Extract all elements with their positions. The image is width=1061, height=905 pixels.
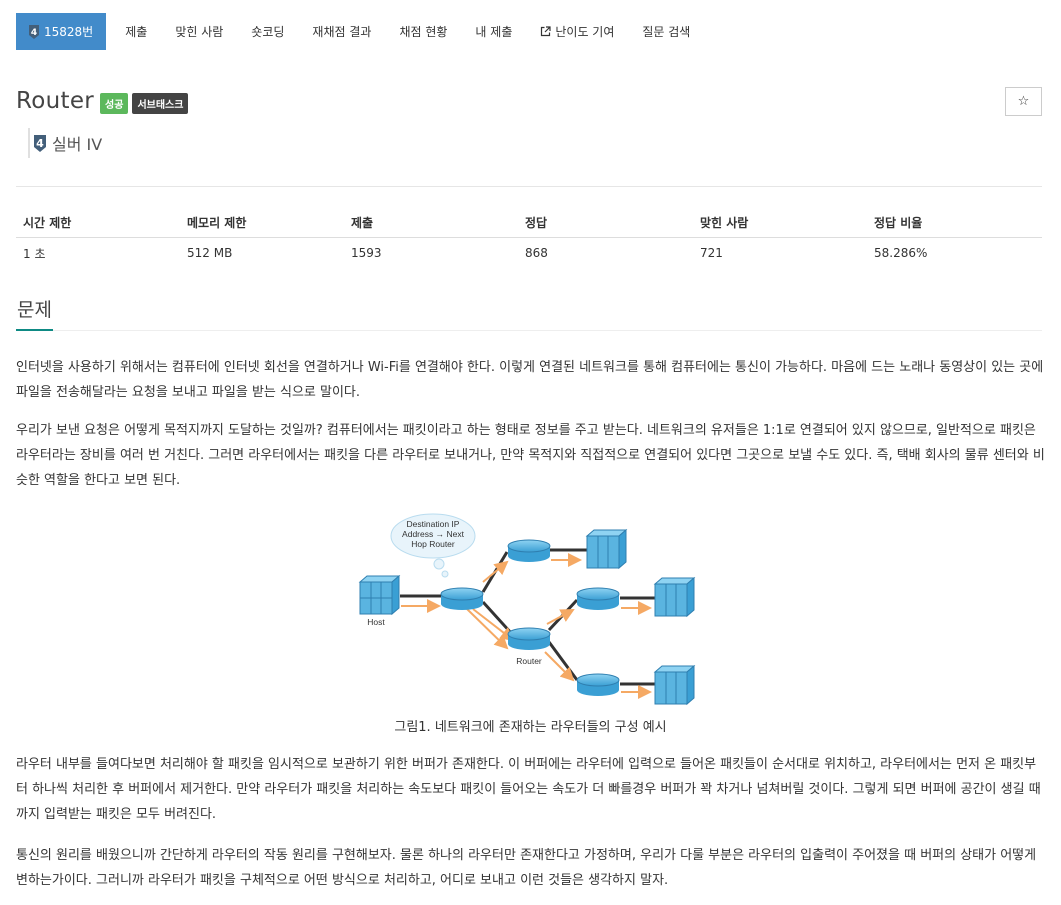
header-accepted: 정답: [518, 208, 693, 238]
router-label: Router: [516, 656, 542, 666]
problem-paragraph: 우리가 보낸 요청은 어떻게 목적지까지 도달하는 것일까? 컴퓨터에서는 패킷…: [16, 423, 1045, 488]
success-label: 성공: [100, 92, 129, 114]
problem-title-row: Router 성공 서브태스크: [16, 88, 189, 114]
cloud-text-line: Destination IP: [407, 519, 460, 529]
router-icon: [507, 539, 551, 562]
tier-name: 실버 IV: [52, 135, 103, 154]
time-limit-value: 1 초: [23, 246, 46, 261]
nav-question-search[interactable]: 질문 검색: [642, 25, 691, 39]
host-computer-icon: [358, 574, 401, 616]
figure-caption: 그림1. 네트워크에 존재하는 라우터들의 구성 예시: [394, 720, 667, 735]
host-label: Host: [367, 617, 385, 627]
solved-users-value: 721: [700, 246, 723, 261]
table-row: 1 초 512 MB 1593 868 721 58.286%: [16, 237, 1042, 269]
nav-difficulty-label: 난이도 기여: [555, 25, 615, 39]
problem-title: Router: [16, 88, 95, 114]
star-icon: ☆: [1017, 94, 1030, 109]
problem-paragraph: 라우터 내부를 들여다보면 처리해야 할 패킷을 임시적으로 보관하기 위한 버…: [16, 757, 1041, 822]
router-icon: [440, 587, 484, 610]
submissions-value: 1593: [351, 246, 382, 261]
routing-table-cloud: Destination IP Address → Next Hop Router: [390, 513, 476, 578]
destination-host-icon: [653, 664, 696, 706]
accepted-value: 868: [525, 246, 548, 261]
star-button[interactable]: ☆: [1005, 87, 1042, 116]
nav-difficulty-contribution[interactable]: 난이도 기여: [526, 13, 628, 50]
accept-rate-value: 58.286%: [874, 246, 928, 261]
nav-short-coding[interactable]: 숏코딩: [251, 25, 285, 39]
cloud-text-line: Hop Router: [411, 539, 455, 549]
network-diagram-image: Destination IP Address → Next Hop Router: [355, 512, 701, 710]
silver-tier-icon: 4: [33, 134, 47, 152]
svg-text:4: 4: [36, 137, 44, 150]
problem-paragraph: 인터넷을 사용하기 위해서는 컴퓨터에 인터넷 회선을 연결하거나 Wi-Fi를…: [16, 360, 1044, 400]
header-submissions: 제출: [344, 208, 518, 238]
nav-problem-number[interactable]: 4 15828번: [16, 13, 107, 50]
router-icon: [576, 587, 620, 610]
nav-solved-users[interactable]: 맞힌 사람: [175, 25, 224, 39]
problem-paragraph: 통신의 원리를 배웠으니까 간단하게 라우터의 작동 원리를 구현해보자. 물론…: [16, 848, 1037, 888]
problem-tier: 4 실버 IV: [28, 128, 102, 158]
header-time-limit: 시간 제한: [16, 208, 180, 238]
silver-tier-icon: 4: [28, 24, 40, 39]
cloud-text-line: Address → Next: [402, 529, 465, 539]
nav-my-submissions[interactable]: 내 제출: [475, 25, 513, 39]
destination-host-icon: [653, 576, 696, 618]
table-header-row: 시간 제한 메모리 제한 제출 정답 맞힌 사람 정답 비율: [16, 208, 1042, 238]
subtask-label: 서브태스크: [132, 92, 189, 114]
header-solved-users: 맞힌 사람: [693, 208, 867, 238]
router-icon: [576, 673, 620, 696]
destination-host-icon: [585, 528, 628, 570]
nav-problem-number-label: 15828번: [44, 25, 94, 39]
problem-info-table: 시간 제한 메모리 제한 제출 정답 맞힌 사람 정답 비율 1 초 512 M…: [16, 208, 1042, 269]
problem-section-header: 문제: [16, 296, 1042, 331]
header-accept-rate: 정답 비율: [867, 208, 1042, 238]
nav-judge-status[interactable]: 채점 현황: [399, 25, 448, 39]
nav-rejudge-results[interactable]: 재채점 결과: [312, 25, 372, 39]
memory-limit-value: 512 MB: [187, 246, 233, 261]
section-title: 문제: [16, 296, 53, 331]
nav-submit[interactable]: 제출: [125, 25, 148, 39]
header-memory-limit: 메모리 제한: [180, 208, 344, 238]
divider: [16, 186, 1042, 187]
packet-flow-arrows: [401, 553, 652, 699]
svg-text:4: 4: [31, 28, 37, 38]
router-icon: [507, 627, 551, 650]
problem-nav: 4 15828번 제출 맞힌 사람 숏코딩 재채점 결과 채점 현황 내 제출 …: [16, 13, 704, 50]
external-link-icon: [540, 26, 551, 37]
